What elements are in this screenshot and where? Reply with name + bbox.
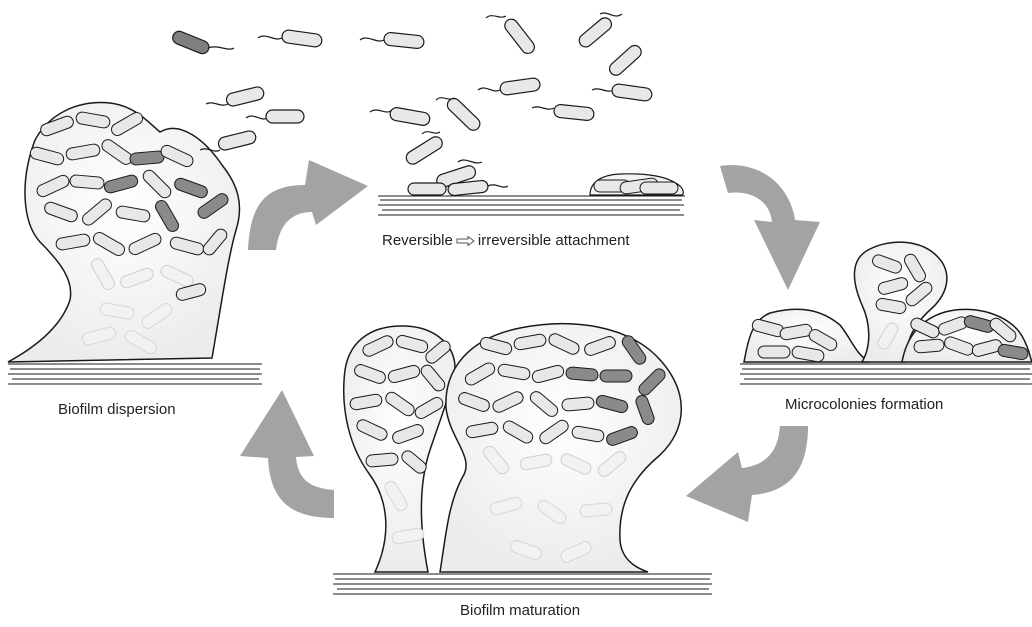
attachment-irreversible-text: irreversible attachment bbox=[478, 232, 630, 249]
cycle-arrow-maturation-to-dispersion bbox=[240, 390, 334, 518]
dispersion-biofilm-outline bbox=[8, 103, 240, 362]
maturation-stage-label: Biofilm maturation bbox=[460, 602, 580, 619]
open-right-arrow-icon bbox=[456, 236, 475, 246]
microcolonies-stage-label: Microcolonies formation bbox=[785, 396, 943, 413]
substratum-bottom bbox=[333, 574, 712, 594]
attachment-reversible-text: Reversible bbox=[382, 232, 453, 249]
cycle-arrow-microcolonies-to-maturation bbox=[686, 426, 808, 522]
dispersion-stage-label: Biofilm dispersion bbox=[58, 401, 176, 418]
cycle-arrow-attachment-to-microcolonies bbox=[720, 165, 820, 290]
substratum-left bbox=[8, 364, 262, 384]
cycle-arrow-dispersion-to-attachment bbox=[248, 160, 368, 250]
attachment-stage-label: Reversible irreversible attachment bbox=[382, 232, 630, 249]
substratum-top bbox=[378, 196, 685, 215]
substratum-right bbox=[740, 364, 1032, 384]
planktonic-cells bbox=[171, 13, 653, 196]
